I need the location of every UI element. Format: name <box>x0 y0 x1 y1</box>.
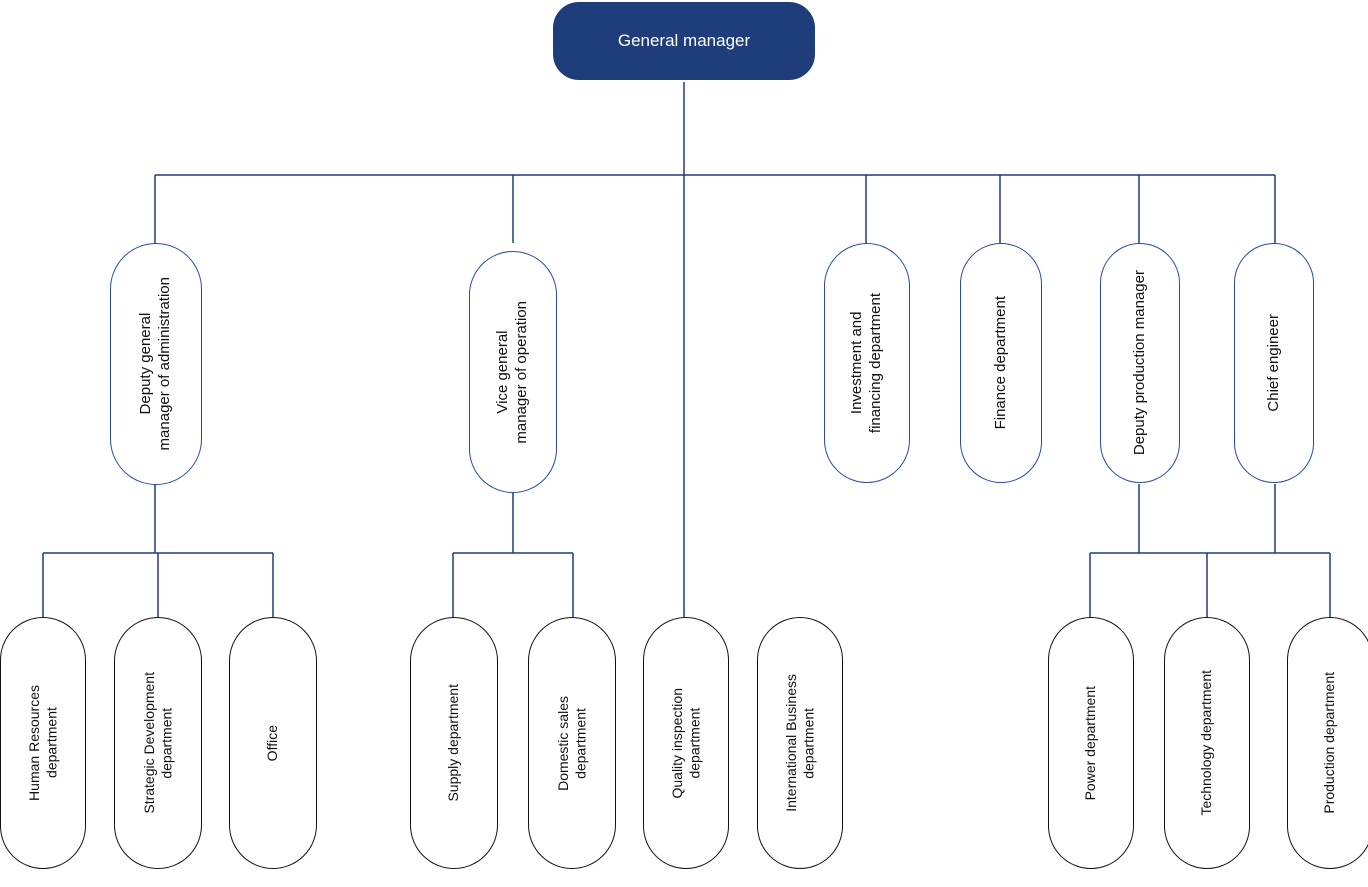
node-general-manager[interactable]: General manager <box>553 2 815 80</box>
node-deputy-production-manager[interactable]: Deputy production manager <box>1100 243 1180 483</box>
node-label: Chief engineer <box>1264 314 1282 412</box>
node-supply-department[interactable]: Supply department <box>410 617 498 869</box>
node-label: Deputy general manager of administration <box>137 277 173 451</box>
node-label: Strategic Development department <box>140 672 175 814</box>
node-label: Technology department <box>1198 670 1215 816</box>
node-human-resources-department[interactable]: Human Resources department <box>0 617 86 869</box>
node-label: Finance department <box>991 296 1009 430</box>
node-domestic-sales-department[interactable]: Domestic sales department <box>528 617 616 869</box>
node-investment-and-financing-department[interactable]: Investment and financing department <box>824 243 910 483</box>
node-technology-department[interactable]: Technology department <box>1164 617 1250 869</box>
node-quality-inspection-department[interactable]: Quality inspection department <box>643 617 729 869</box>
node-finance-department[interactable]: Finance department <box>960 243 1042 483</box>
node-power-department[interactable]: Power department <box>1048 617 1134 869</box>
node-label: Power department <box>1082 685 1099 801</box>
node-strategic-development-department[interactable]: Strategic Development department <box>114 617 202 869</box>
node-label: International Business department <box>782 674 817 812</box>
node-deputy-general-manager-of-administration[interactable]: Deputy general manager of administration <box>110 243 202 485</box>
node-label: Production department <box>1321 672 1338 814</box>
node-label: Domestic sales department <box>554 695 589 791</box>
node-label: Deputy production manager <box>1130 270 1148 456</box>
node-label: Human Resources department <box>25 685 60 801</box>
node-label: Supply department <box>445 684 462 802</box>
node-vice-general-manager-of-operation[interactable]: Vice general manager of operation <box>469 251 557 493</box>
node-label: Office <box>264 724 281 762</box>
node-office[interactable]: Office <box>229 617 317 869</box>
node-label: General manager <box>617 31 751 51</box>
node-label: Quality inspection department <box>668 687 703 799</box>
node-label: Investment and financing department <box>848 292 884 434</box>
node-label: Vice general manager of operation <box>494 300 530 444</box>
node-production-department[interactable]: Production department <box>1287 617 1368 869</box>
node-international-business-department[interactable]: International Business department <box>757 617 843 869</box>
node-chief-engineer[interactable]: Chief engineer <box>1234 243 1314 483</box>
